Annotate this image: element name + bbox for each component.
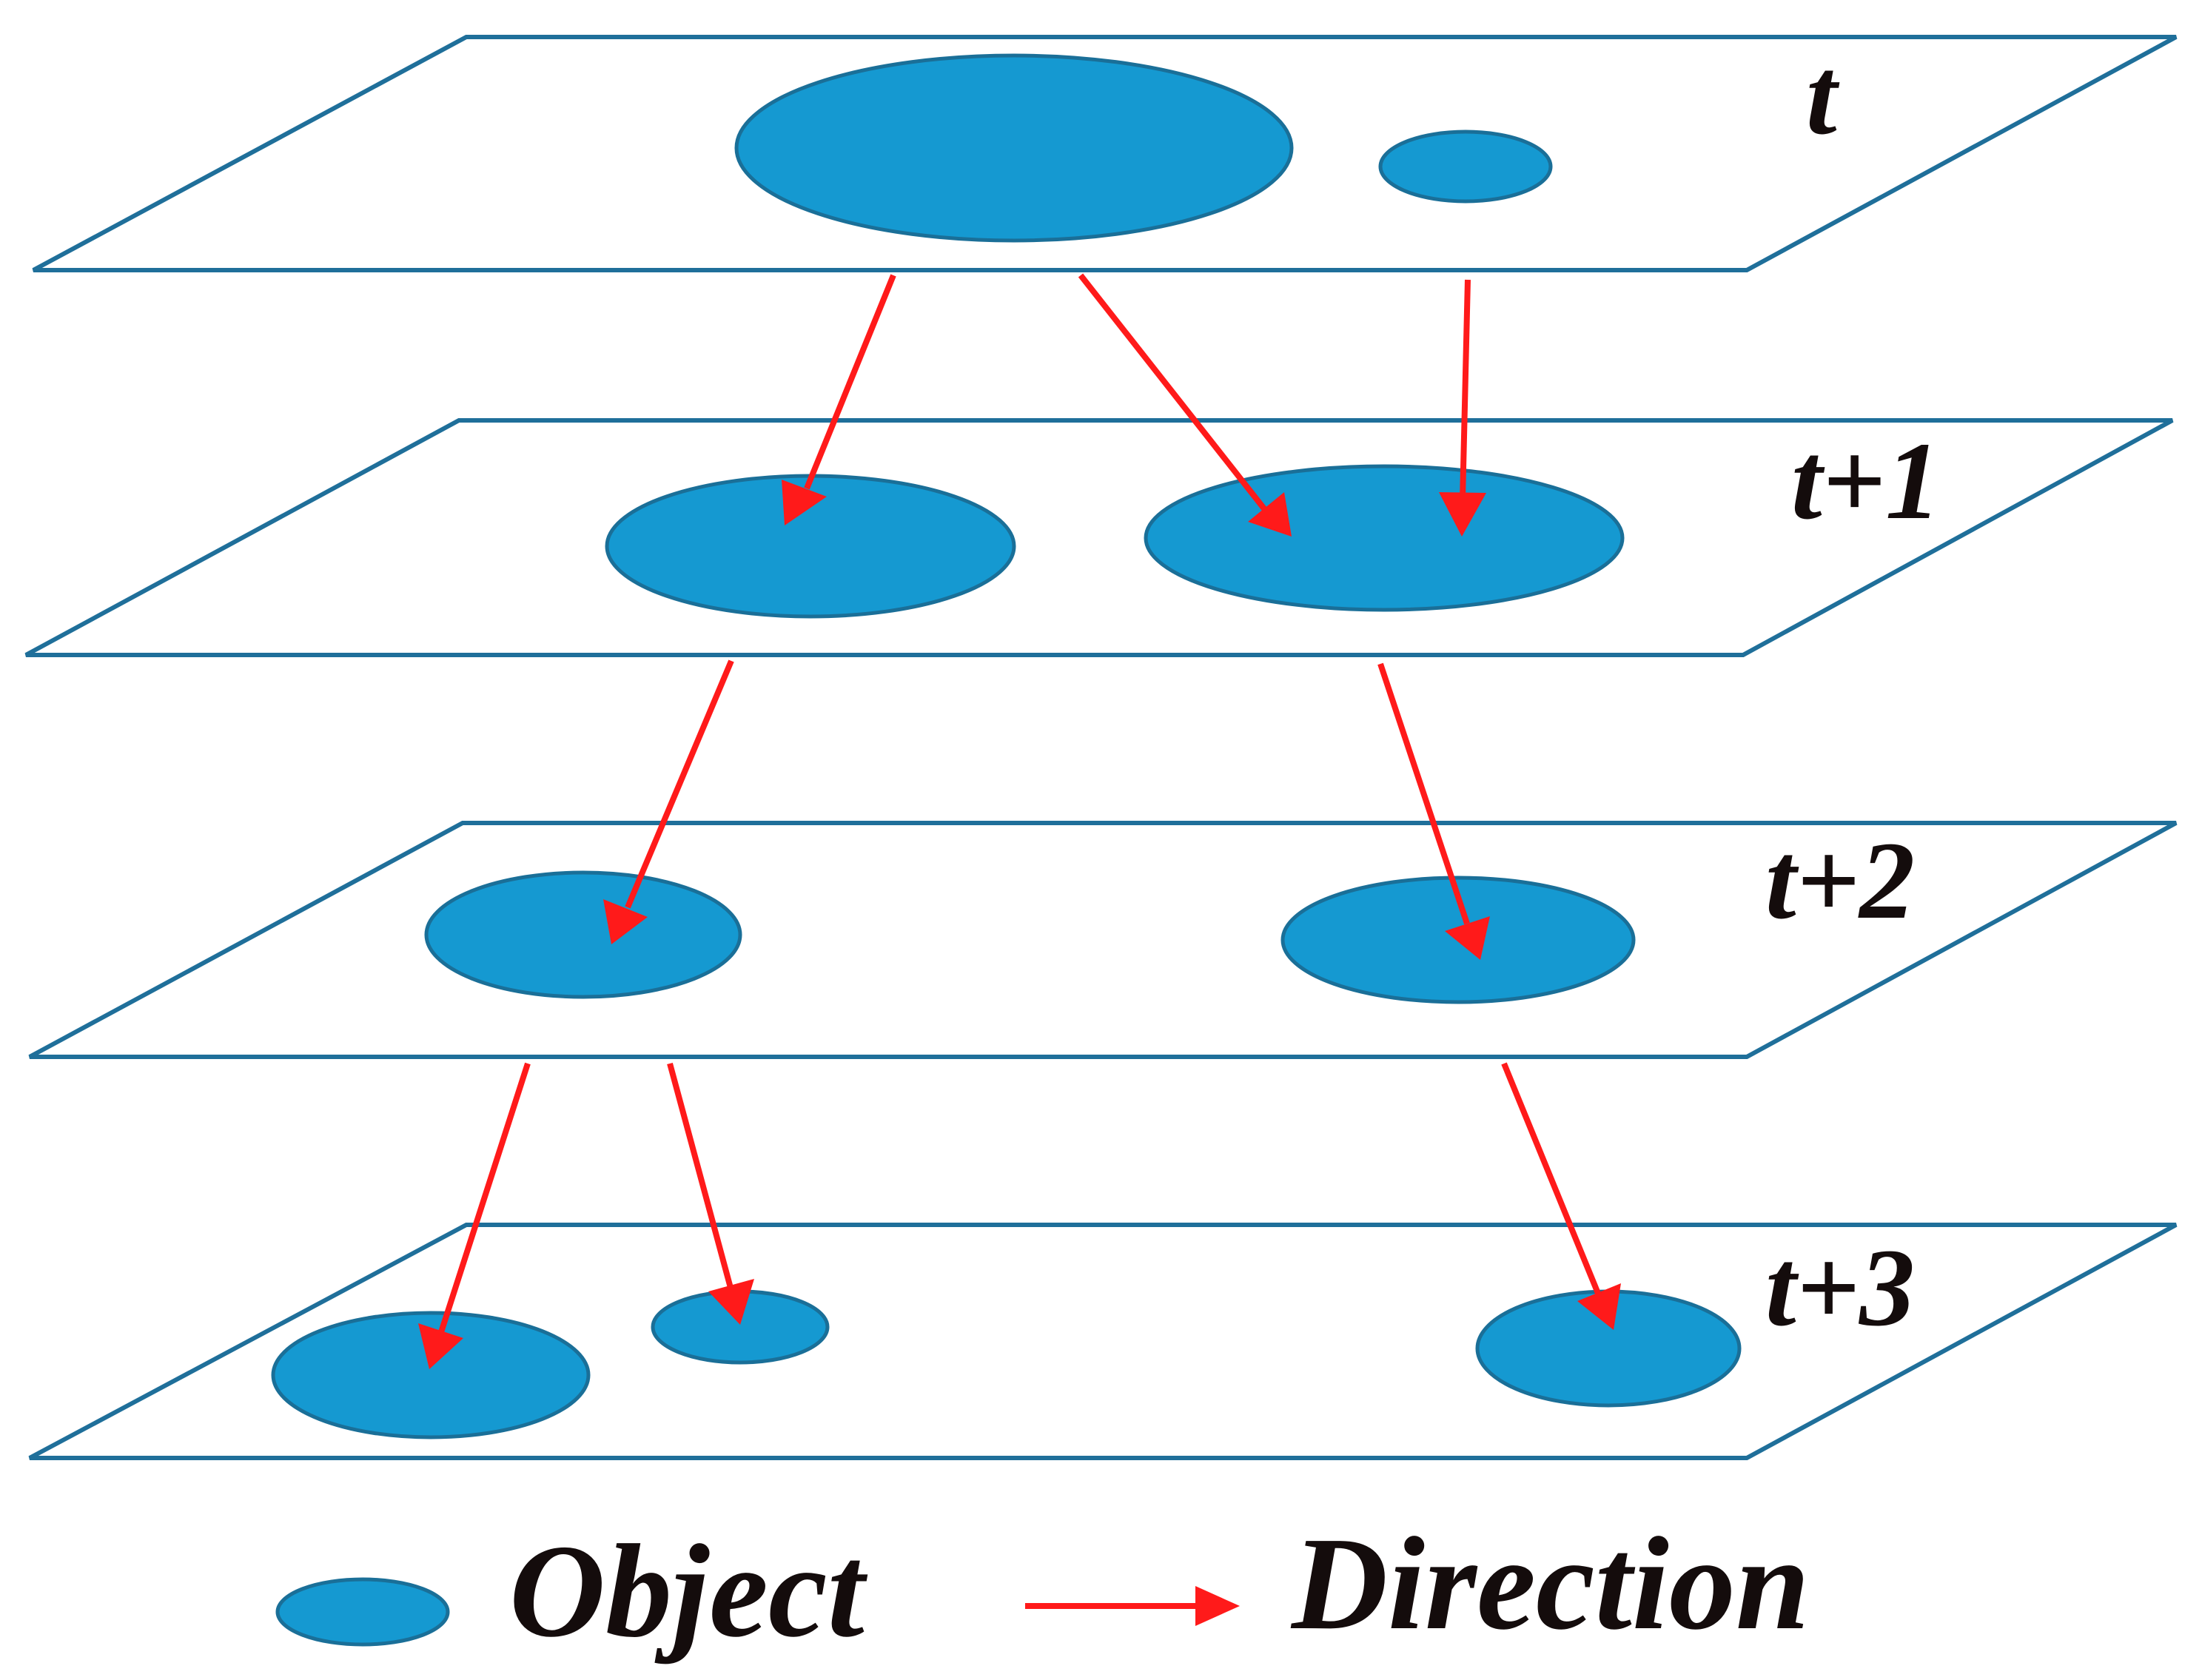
layer-t-plus-3: t+3 [28, 1223, 2178, 1460]
object [1144, 464, 1625, 612]
layer-label-t-plus-2: t+2 [1765, 819, 1915, 942]
direction-arrow [418, 1062, 531, 1369]
direction-arrow [1439, 279, 1486, 537]
object [424, 870, 742, 999]
object [734, 53, 1294, 243]
legend-object-swatch [275, 1577, 450, 1647]
legend-direction-label: Direction [1290, 1510, 1810, 1657]
direction-arrow [782, 274, 896, 525]
layer-label-t: t [1806, 35, 1840, 158]
direction-arrow [1078, 273, 1292, 537]
layer-label-t-plus-3: t+3 [1765, 1226, 1915, 1349]
layer-t-plus-1: t+1 [24, 418, 2174, 657]
legend-object-label: Object [509, 1517, 868, 1664]
layer-t-plus-2: t+2 [28, 819, 2178, 1059]
direction-arrow [1377, 662, 1490, 960]
plane-t-plus-1 [24, 418, 2174, 657]
direction-arrows [418, 273, 1621, 1369]
direction-arrow [603, 659, 734, 944]
legend: Object Direction [275, 1510, 1810, 1664]
direction-arrow [667, 1062, 754, 1325]
legend-direction-arrow [1025, 1586, 1240, 1626]
direction-arrow [1501, 1062, 1621, 1330]
layer-label-t-plus-1: t+1 [1791, 420, 1941, 542]
object [1378, 130, 1553, 204]
layer-t: t [32, 35, 2178, 272]
object [271, 1311, 591, 1439]
